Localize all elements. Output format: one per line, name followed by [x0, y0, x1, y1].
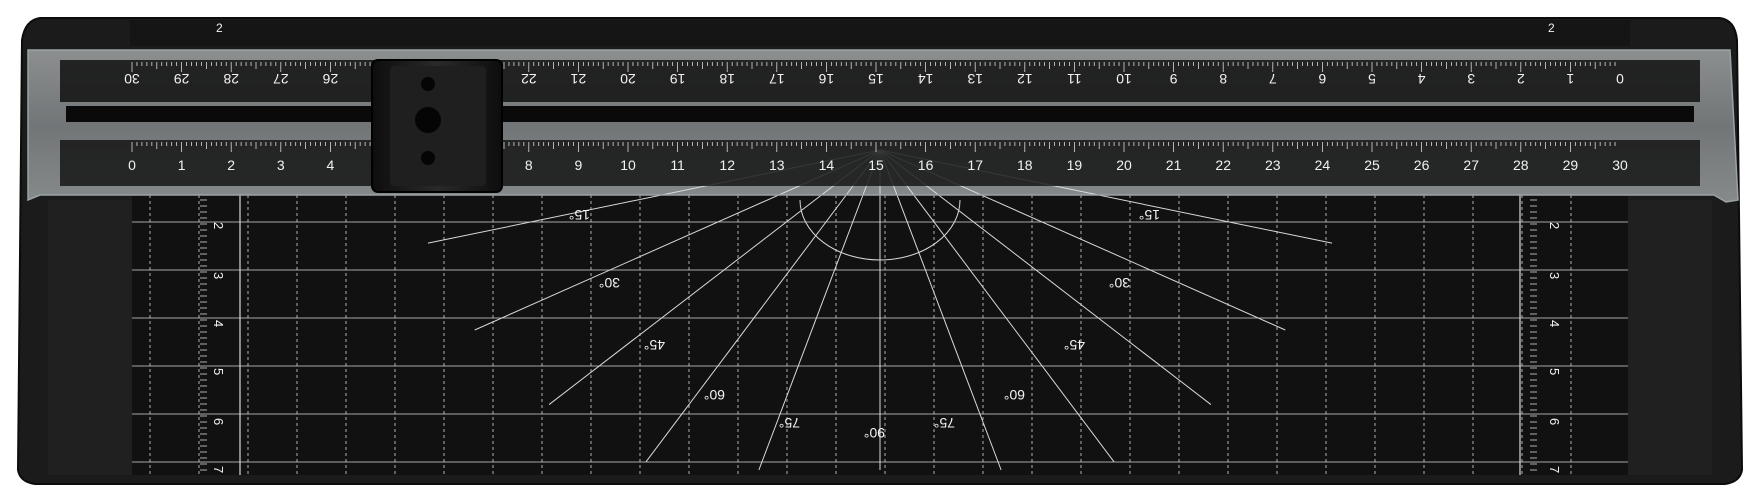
- ruler-number: 22: [521, 71, 537, 87]
- ruler-number: 23: [1265, 157, 1281, 173]
- ruler-number: 3: [1467, 71, 1475, 87]
- angle-label-right: 30°: [1109, 275, 1130, 291]
- angle-label-left: 75°: [779, 415, 800, 431]
- ruler-number: 13: [967, 71, 983, 87]
- ruler-number: 20: [620, 71, 636, 87]
- ruler-number: 0: [128, 157, 136, 173]
- side-scale-number: 2: [211, 222, 226, 229]
- side-scale-number: 5: [1547, 368, 1562, 375]
- side-scale-number: 7: [1547, 466, 1562, 473]
- blade-slot: [66, 106, 1694, 122]
- ruler-number: 0: [1616, 71, 1624, 87]
- top-ruler-scale: 3029282726252423222120191817161514131211…: [124, 62, 1624, 87]
- ruler-number: 1: [1566, 71, 1574, 87]
- ruler-number: 2: [1517, 71, 1525, 87]
- side-scale-number: 5: [211, 368, 226, 375]
- ruler-number: 24: [1315, 157, 1331, 173]
- top-left-corner-number: 2: [216, 21, 223, 35]
- ruler-number: 4: [327, 157, 335, 173]
- side-scale-number: 7: [211, 466, 226, 473]
- angle-label-right: 45°: [1064, 337, 1085, 353]
- angle-line: [645, 149, 881, 463]
- left-side-panel: [48, 200, 132, 475]
- ruler-number: 10: [620, 157, 636, 173]
- side-scale-number: 4: [211, 320, 226, 327]
- angle-label-right: 60°: [1004, 387, 1025, 403]
- ruler-number: 15: [868, 157, 884, 173]
- ruler-number: 18: [719, 71, 735, 87]
- ruler-number: 16: [918, 157, 934, 173]
- side-scale-number: 3: [211, 272, 226, 279]
- angle-label-center: 90°: [864, 425, 885, 441]
- angle-label-left: 45°: [644, 337, 665, 353]
- ruler-number: 16: [818, 71, 834, 87]
- ruler-number: 17: [769, 71, 785, 87]
- ruler-number: 27: [1463, 157, 1479, 173]
- angle-label-left: 15°: [569, 207, 590, 223]
- ruler-number: 17: [967, 157, 983, 173]
- ruler-number: 2: [227, 157, 235, 173]
- angle-label-left: 30°: [599, 275, 620, 291]
- ruler-number: 19: [670, 71, 686, 87]
- ruler-number: 21: [570, 71, 586, 87]
- ruler-number: 7: [1269, 71, 1277, 87]
- angle-label-right: 75°: [934, 415, 955, 431]
- ruler-number: 28: [1513, 157, 1529, 173]
- ruler-number: 9: [575, 157, 583, 173]
- ruler-number: 18: [1017, 157, 1033, 173]
- ruler-number: 27: [273, 71, 289, 87]
- bottom-ruler-scale: 0123456789101112131415161718192021222324…: [128, 142, 1628, 173]
- side-scales: 2 2 3 3 4 4 5 5 6 6 7 7: [200, 199, 1562, 473]
- top-edge-strip: [130, 20, 1630, 46]
- side-scale-number: 6: [211, 418, 226, 425]
- ruler-number: 30: [1612, 157, 1628, 173]
- ruler-number: 15: [868, 71, 884, 87]
- ruler-number: 22: [1215, 157, 1231, 173]
- side-scale-number: 2: [1547, 222, 1562, 229]
- ruler-number: 20: [1116, 157, 1132, 173]
- ruler-number: 9: [1169, 71, 1177, 87]
- ruler-number: 19: [1067, 157, 1083, 173]
- ruler-number: 29: [174, 71, 190, 87]
- ruler-number: 13: [769, 157, 785, 173]
- ruler-number: 14: [918, 71, 934, 87]
- ruler-number: 3: [277, 157, 285, 173]
- angle-line: [758, 149, 881, 471]
- lower-ruler-band: [60, 140, 1700, 186]
- side-scale-number: 6: [1547, 418, 1562, 425]
- blade-carriage[interactable]: [371, 59, 503, 193]
- angle-line: [879, 149, 1002, 471]
- ruler-number: 30: [124, 71, 140, 87]
- ruler-number: 8: [1219, 71, 1227, 87]
- ruler-number: 11: [670, 157, 685, 173]
- ruler-number: 21: [1166, 157, 1182, 173]
- ruler-number: 10: [1116, 71, 1132, 87]
- angle-labels: 15° 30° 45° 60° 75° 15° 30° 45° 60° 75° 90°: [569, 207, 1160, 441]
- angle-label-left: 60°: [704, 387, 725, 403]
- angle-label-right: 15°: [1139, 207, 1160, 223]
- ruler-number: 26: [1414, 157, 1430, 173]
- angle-line: [879, 149, 1115, 463]
- ruler-number: 4: [1417, 71, 1425, 87]
- ruler-number: 14: [819, 157, 835, 173]
- ruler-number: 26: [322, 71, 338, 87]
- ruler-number: 11: [1067, 71, 1082, 87]
- ruler-number: 29: [1563, 157, 1579, 173]
- side-scale-number: 4: [1547, 320, 1562, 327]
- side-scale-number: 3: [1547, 272, 1562, 279]
- upper-ruler-band: [60, 60, 1700, 102]
- right-side-panel: [1628, 200, 1712, 475]
- top-right-corner-number: 2: [1548, 21, 1555, 35]
- ruler-number: 28: [223, 71, 239, 87]
- ruler-number: 12: [1017, 71, 1033, 87]
- ruler-number: 8: [525, 157, 533, 173]
- protractor-arc: [799, 199, 961, 261]
- ruler-number: 6: [1318, 71, 1326, 87]
- ruler-number: 25: [1364, 157, 1380, 173]
- ruler-number: 5: [1368, 71, 1376, 87]
- ruler-number: 12: [719, 157, 735, 173]
- blade-carriage-icon: [415, 77, 441, 165]
- ruler-number: 1: [178, 157, 186, 173]
